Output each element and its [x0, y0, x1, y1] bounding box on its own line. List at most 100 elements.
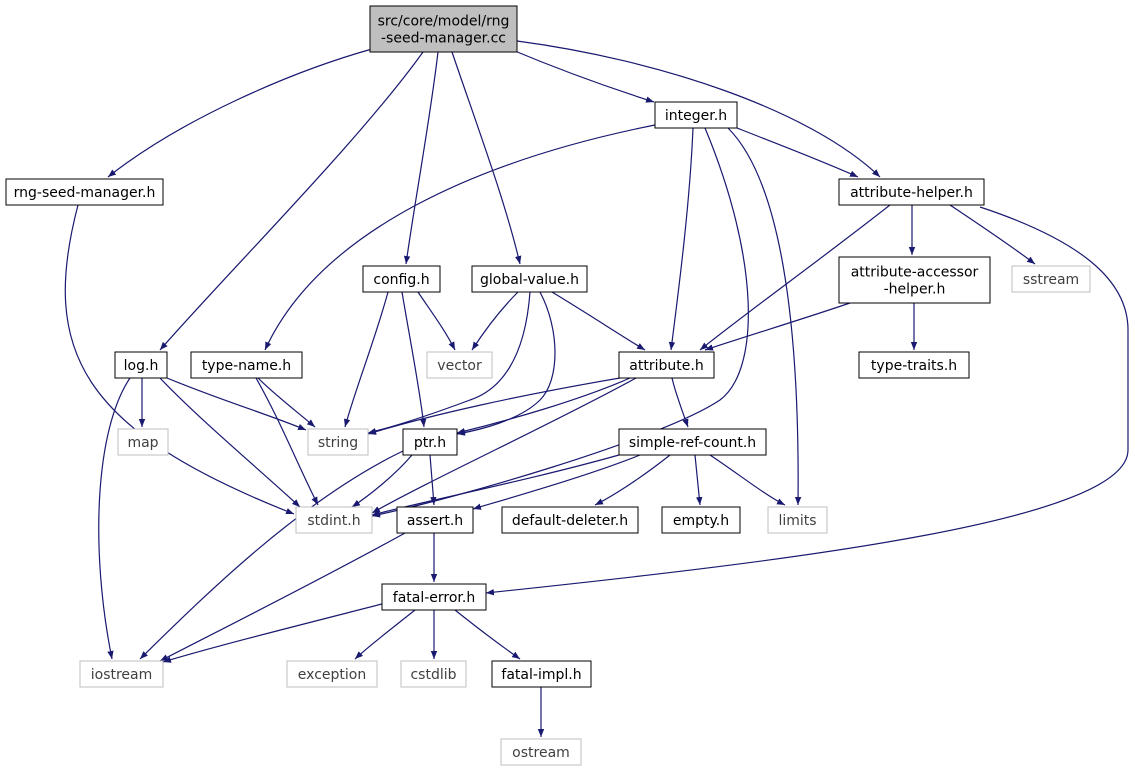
node-label-attribute-helper-line-0: attribute-helper.h [850, 185, 973, 201]
node-box-integer [654, 101, 738, 129]
node-label-root-line-1: -seed-manager.cc [381, 31, 506, 47]
node-box-attribute [618, 351, 715, 379]
edge-simple-ref-count-to-default-deleter [594, 454, 671, 506]
node-iostream: iostream [79, 660, 164, 688]
node-label-stdint-line-0: stdint.h [307, 513, 360, 529]
node-label-fatal-impl-line-0: fatal-impl.h [501, 667, 581, 683]
node-box-limits [767, 506, 828, 534]
edge-simple-ref-count-to-assert [472, 454, 641, 510]
node-default-deleter[interactable]: default-deleter.h [501, 506, 639, 534]
node-limits: limits [767, 506, 828, 534]
node-map: map [117, 428, 169, 456]
node-type-traits[interactable]: type-traits.h [858, 351, 970, 379]
edge-attribute-to-stdint [371, 377, 637, 514]
edge-log-to-string [166, 377, 307, 431]
node-box-vector [426, 351, 493, 379]
node-box-map [117, 428, 169, 456]
node-root[interactable]: src/core/model/rng-seed-manager.cc [369, 5, 518, 53]
node-label-log-line-0: log.h [124, 358, 159, 374]
node-sstream: sstream [1011, 265, 1091, 293]
node-label-attribute-line-0: attribute.h [629, 358, 703, 374]
node-box-rng-seed-manager [5, 178, 164, 206]
edge-attribute-accessor-helper-to-attribute [704, 302, 851, 351]
edge-root-to-integer [509, 48, 655, 103]
edge-assert-to-iostream [159, 532, 406, 662]
edge-attribute-helper-to-sstream [949, 204, 1036, 265]
node-box-sstream [1011, 265, 1091, 293]
node-label-map-line-0: map [127, 435, 158, 451]
node-box-cstdlib [400, 660, 467, 688]
node-exception: exception [286, 660, 378, 688]
node-label-root-line-0: src/core/model/rng [378, 14, 510, 30]
node-attribute[interactable]: attribute.h [618, 351, 715, 379]
edge-root-to-attribute-helper [516, 40, 881, 178]
node-box-empty [661, 506, 741, 534]
node-ptr[interactable]: ptr.h [402, 428, 458, 456]
node-label-vector-line-0: vector [437, 358, 482, 374]
node-stdint: stdint.h [295, 506, 373, 534]
node-label-exception-line-0: exception [298, 667, 366, 683]
edges-layer [64, 40, 1129, 737]
node-integer[interactable]: integer.h [654, 101, 738, 129]
node-box-type-name [190, 351, 303, 379]
node-box-config [362, 265, 441, 293]
edge-integer-to-attribute [668, 127, 694, 351]
edge-log-to-stdint [159, 377, 301, 508]
edge-ptr-to-assert [429, 454, 437, 506]
edge-config-to-string [343, 291, 389, 428]
node-assert[interactable]: assert.h [396, 506, 474, 534]
node-label-fatal-error-line-0: fatal-error.h [393, 590, 475, 606]
node-box-stdint [295, 506, 373, 534]
node-config[interactable]: config.h [362, 265, 441, 293]
edge-simple-ref-count-to-empty [694, 454, 703, 506]
node-label-cstdlib-line-0: cstdlib [410, 667, 456, 683]
edge-fatal-error-to-iostream [162, 603, 383, 663]
node-label-global-value-line-0: global-value.h [480, 272, 579, 288]
node-log[interactable]: log.h [114, 351, 168, 379]
node-vector: vector [426, 351, 493, 379]
node-label-limits-line-0: limits [778, 513, 816, 529]
node-label-default-deleter-line-0: default-deleter.h [512, 513, 628, 529]
node-rng-seed-manager[interactable]: rng-seed-manager.h [5, 178, 164, 206]
node-box-iostream [79, 660, 164, 688]
node-type-name[interactable]: type-name.h [190, 351, 303, 379]
node-label-ostream-line-0: ostream [512, 745, 570, 761]
node-box-string [307, 428, 369, 456]
edge-root-to-config [403, 51, 439, 265]
node-box-fatal-impl [491, 660, 592, 688]
edge-root-to-rng-seed-manager [107, 48, 373, 178]
edge-fatal-error-to-exception [354, 609, 416, 660]
node-ostream: ostream [500, 738, 582, 766]
node-cstdlib: cstdlib [400, 660, 467, 688]
node-label-config-line-0: config.h [373, 272, 429, 288]
node-box-default-deleter [501, 506, 639, 534]
edge-root-to-global-value [451, 51, 522, 265]
node-label-attribute-accessor-helper-line-0: attribute-accessor [851, 265, 979, 281]
node-global-value[interactable]: global-value.h [471, 265, 588, 293]
node-fatal-impl[interactable]: fatal-impl.h [491, 660, 592, 688]
node-empty[interactable]: empty.h [661, 506, 741, 534]
edge-attribute-to-ptr [456, 377, 631, 435]
node-label-string-line-0: string [318, 435, 358, 451]
edge-root-to-log [159, 51, 424, 351]
edge-integer-to-attribute-helper [736, 127, 859, 178]
node-simple-ref-count[interactable]: simple-ref-count.h [618, 428, 767, 456]
node-string: string [307, 428, 369, 456]
node-box-log [114, 351, 168, 379]
edge-config-to-ptr [401, 291, 427, 428]
edge-simple-ref-count-to-stdint [371, 454, 620, 517]
node-fatal-error[interactable]: fatal-error.h [381, 583, 487, 611]
node-label-ptr-line-0: ptr.h [414, 435, 446, 451]
edge-global-value-to-ptr [456, 291, 556, 436]
node-label-type-name-line-0: type-name.h [202, 358, 291, 374]
node-label-type-traits-line-0: type-traits.h [871, 358, 957, 374]
node-attribute-helper[interactable]: attribute-helper.h [838, 178, 985, 206]
node-label-rng-seed-manager-line-0: rng-seed-manager.h [14, 185, 156, 201]
node-label-simple-ref-count-line-0: simple-ref-count.h [629, 435, 756, 451]
node-label-sstream-line-0: sstream [1023, 272, 1079, 288]
node-box-ostream [500, 738, 582, 766]
node-attribute-accessor-helper[interactable]: attribute-accessor-helper.h [838, 256, 991, 304]
node-label-assert-line-0: assert.h [407, 513, 463, 529]
node-box-fatal-error [381, 583, 487, 611]
